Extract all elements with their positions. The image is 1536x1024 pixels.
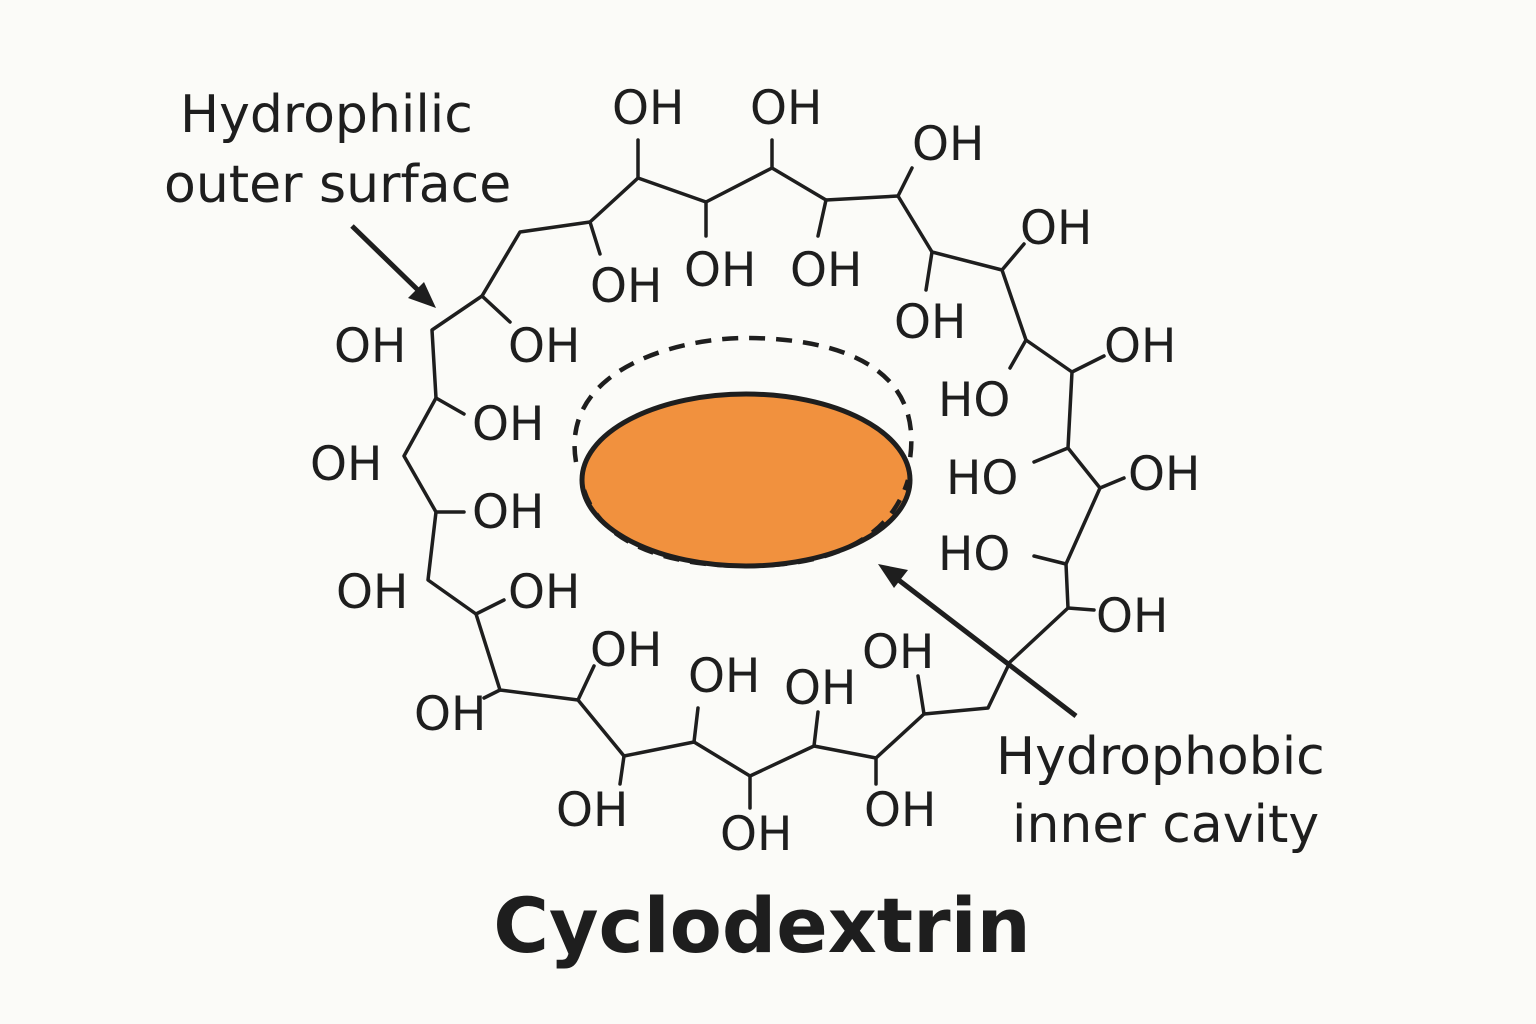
hydroxyl-label: OH (1020, 201, 1092, 256)
hydroxyl-label: OH (688, 649, 760, 704)
hydroxyl-label: OH (784, 661, 856, 716)
hydroxyl-label: OH (720, 807, 792, 862)
hydroxyl-label: OH (1096, 589, 1168, 644)
hydroxyl-label: OH (612, 81, 684, 136)
inner-cavity-label-line2: inner cavity (1012, 795, 1319, 855)
inner-cavity-arrow-shaft (894, 576, 1078, 718)
hydroxyl-label: OH (862, 625, 934, 680)
hydroxyl-label: HO (938, 373, 1010, 428)
hydroxyl-bonds (434, 138, 1126, 810)
outer-surface-label-line1: Hydrophilic (180, 85, 473, 145)
hydroxyl-label: OH (750, 81, 822, 136)
hydroxyl-label: HO (938, 527, 1010, 582)
hydroxyl-label: OH (334, 319, 406, 374)
hydroxyl-label: OH (894, 295, 966, 350)
hydroxyl-label: OH (864, 783, 936, 838)
hydroxyl-label: OH (790, 243, 862, 298)
hydroxyl-label: OH (1104, 319, 1176, 374)
outer-surface-arrow-shaft (350, 224, 422, 294)
hydroxyl-label: OH (684, 243, 756, 298)
diagram-title: Cyclodextrin (493, 881, 1031, 970)
hydroxyl-label: OH (508, 565, 580, 620)
outer-surface-arrow-head (408, 282, 436, 308)
cavity-dashed-lower (581, 479, 911, 569)
hydroxyl-label: OH (508, 319, 580, 374)
outer-surface-label-line2: outer surface (164, 155, 511, 215)
hydroxyl-label: OH (336, 565, 408, 620)
hydroxyl-label: OH (590, 623, 662, 678)
hydroxyl-groups: OH OH OH OH OH OH OH OH OH OH OH OH OH O… (310, 81, 1200, 862)
ring-backbone (402, 166, 1102, 778)
hydroxyl-label: OH (590, 259, 662, 314)
hydroxyl-label: OH (472, 397, 544, 452)
hydroxyl-label: OH (556, 783, 628, 838)
hydroxyl-label: OH (472, 485, 544, 540)
hydroxyl-label: OH (414, 687, 486, 742)
hydroxyl-label: HO (946, 451, 1018, 506)
inner-cavity-arrow-head (878, 564, 908, 588)
hydroxyl-label: OH (310, 437, 382, 492)
inner-cavity-label-line1: Hydrophobic (996, 727, 1325, 787)
cavity-dashed-outline (572, 335, 914, 471)
hydroxyl-label: OH (912, 117, 984, 172)
hydroxyl-label: OH (1128, 447, 1200, 502)
